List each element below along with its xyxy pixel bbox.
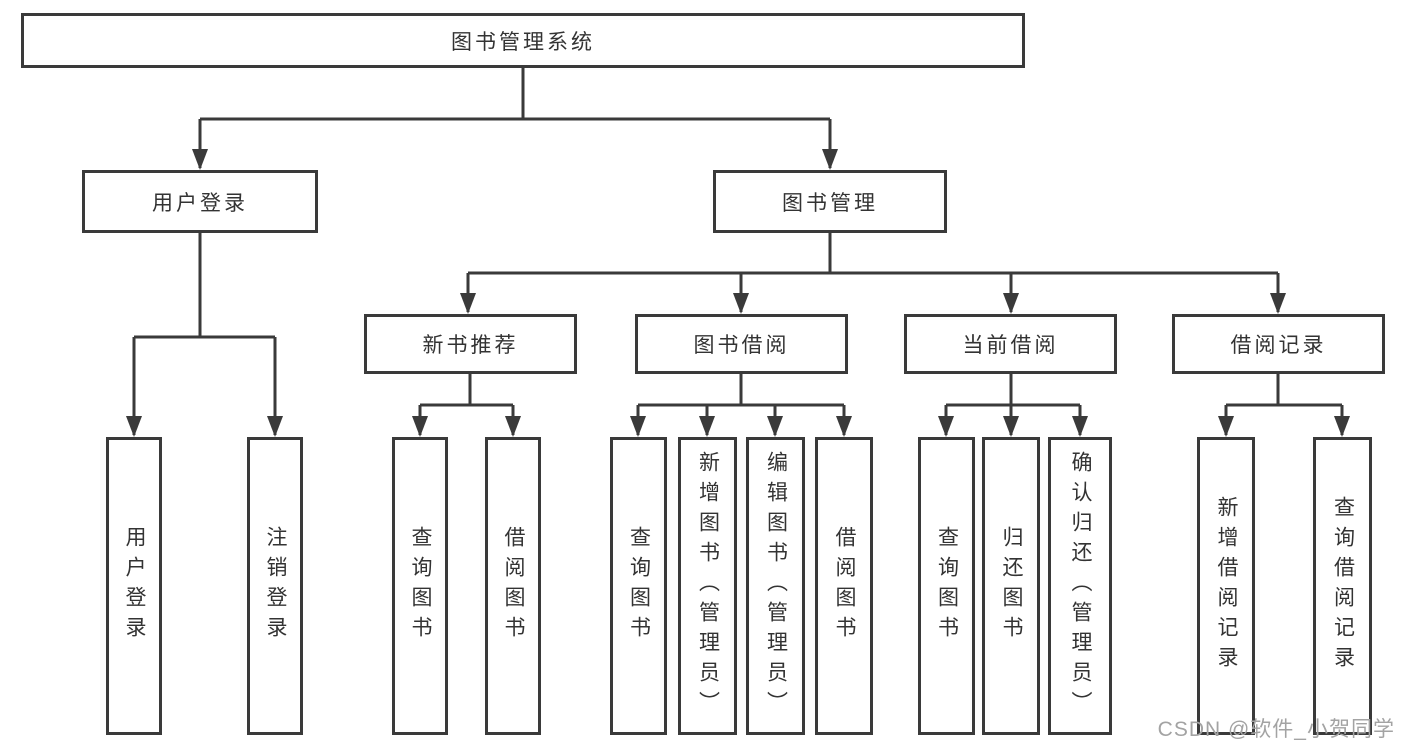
leaf-label-currentborrow-query: 查询图书 [935,526,959,646]
leaf-label-newbooks-borrow: 借阅图书 [502,526,525,646]
node-leaf-bookborrow-query: 查询图书 [610,437,667,735]
leaf-label-bookborrow-edit: 编辑图书（管理员） [764,451,788,721]
node-leaf-records-query: 查询借阅记录 [1313,437,1372,735]
leaf-label-user-login: 用户登录 [123,526,146,646]
leaf-label-bookborrow-add: 新增图书（管理员） [696,451,720,721]
leaf-label-currentborrow-confirm: 确认归还（管理员） [1069,451,1092,721]
leaf-label-records-query: 查询借阅记录 [1331,496,1355,676]
node-leaf-newbooks-borrow: 借阅图书 [485,437,541,735]
leaf-label-bookborrow-query: 查询图书 [627,526,651,646]
node-leaf-currentborrow-query: 查询图书 [918,437,975,735]
node-leaf-bookborrow-borrow: 借阅图书 [815,437,873,735]
node-book-borrow: 图书借阅 [635,314,848,374]
node-leaf-currentborrow-confirm: 确认归还（管理员） [1048,437,1112,735]
node-leaf-newbooks-query: 查询图书 [392,437,448,735]
node-borrow-records: 借阅记录 [1172,314,1385,374]
leaf-label-currentborrow-return: 归还图书 [1000,526,1023,646]
edge-arrowheads [126,149,1350,437]
leaf-label-logout: 注销登录 [264,526,287,646]
leaf-label-newbooks-query: 查询图书 [409,526,432,646]
node-leaf-records-add: 新增借阅记录 [1197,437,1255,735]
node-new-books: 新书推荐 [364,314,577,374]
leaf-label-bookborrow-borrow: 借阅图书 [833,526,856,646]
node-user-login: 用户登录 [82,170,318,233]
leaf-label-records-add: 新增借阅记录 [1215,496,1238,676]
node-current-borrow: 当前借阅 [904,314,1117,374]
node-root: 图书管理系统 [21,13,1025,68]
node-leaf-logout: 注销登录 [247,437,303,735]
node-leaf-currentborrow-return: 归还图书 [982,437,1040,735]
csdn-watermark: CSDN @软件_小贺同学 [1157,718,1395,741]
node-leaf-bookborrow-edit: 编辑图书（管理员） [746,437,805,735]
node-book-mgmt: 图书管理 [713,170,947,233]
node-leaf-user-login: 用户登录 [106,437,162,735]
edge-lines [132,68,1344,435]
node-leaf-bookborrow-add: 新增图书（管理员） [678,437,737,735]
